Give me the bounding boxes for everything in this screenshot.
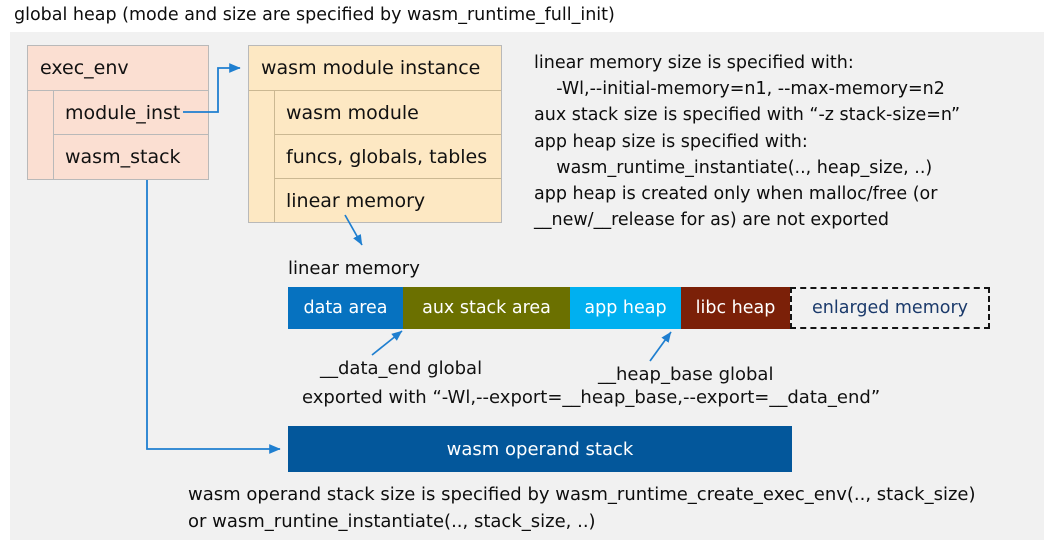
- memory-config-note-line-5: app heap is created only when malloc/fre…: [534, 184, 938, 205]
- wasm-operand-stack-bar: wasm operand stack: [288, 426, 792, 472]
- memory-segment-app-heap: app heap: [570, 287, 681, 329]
- module-instance-field-funcs-globals-tables: funcs, globals, tables: [274, 135, 501, 179]
- memory-config-note-line-3: app heap size is specified with:: [534, 131, 808, 152]
- exec-env-field-module-inst: module_inst: [53, 91, 208, 135]
- memory-config-note-line-2: aux stack size is specified with “-z sta…: [534, 105, 961, 126]
- operand-stack-notes: wasm operand stack size is specified by …: [188, 482, 1038, 535]
- annotation-exported-with: exported with “-Wl,--export=__heap_base,…: [302, 387, 881, 408]
- operand-stack-note-line-0: wasm operand stack size is specified by …: [188, 484, 976, 505]
- memory-config-note-line-4: wasm_runtime_instantiate(.., heap_size, …: [534, 157, 933, 178]
- memory-segment-aux-stack-area: aux stack area: [403, 287, 570, 329]
- exec-env-box: exec_env module_inst wasm_stack: [27, 45, 209, 180]
- exec-env-field-wasm-stack: wasm_stack: [65, 146, 181, 168]
- operand-stack-note-line-1: or wasm_runtine_instantiate(.., stack_si…: [188, 510, 596, 532]
- linear-memory-strip-label: linear memory: [288, 258, 420, 279]
- memory-config-note-line-1: -Wl,--initial-memory=n1, --max-memory=n2: [534, 79, 945, 100]
- memory-config-note-line-6: __new/__release for as) are not exported: [534, 210, 889, 231]
- memory-segment-libc-heap: libc heap: [681, 287, 790, 329]
- wasm-module-instance-box: wasm module instance wasm module funcs, …: [248, 45, 502, 223]
- annotation-data-end: __data_end global: [320, 358, 483, 379]
- memory-config-notes: linear memory size is specified with: -W…: [534, 50, 1044, 233]
- module-instance-title: wasm module instance: [249, 46, 501, 91]
- memory-segment-enlarged-memory: enlarged memory: [790, 287, 990, 329]
- module-instance-gutter: [249, 91, 275, 222]
- exec-env-title: exec_env: [28, 46, 208, 91]
- module-instance-field-linear-memory: linear memory: [286, 189, 426, 212]
- exec-env-gutter: [28, 91, 54, 179]
- module-instance-field-wasm-module: wasm module: [274, 91, 501, 135]
- annotation-heap-base: __heap_base global: [598, 364, 774, 385]
- memory-segment-data-area: data area: [288, 287, 403, 329]
- memory-config-note-line-0: linear memory size is specified with:: [534, 53, 854, 73]
- page-title: global heap (mode and size are specified…: [14, 5, 615, 25]
